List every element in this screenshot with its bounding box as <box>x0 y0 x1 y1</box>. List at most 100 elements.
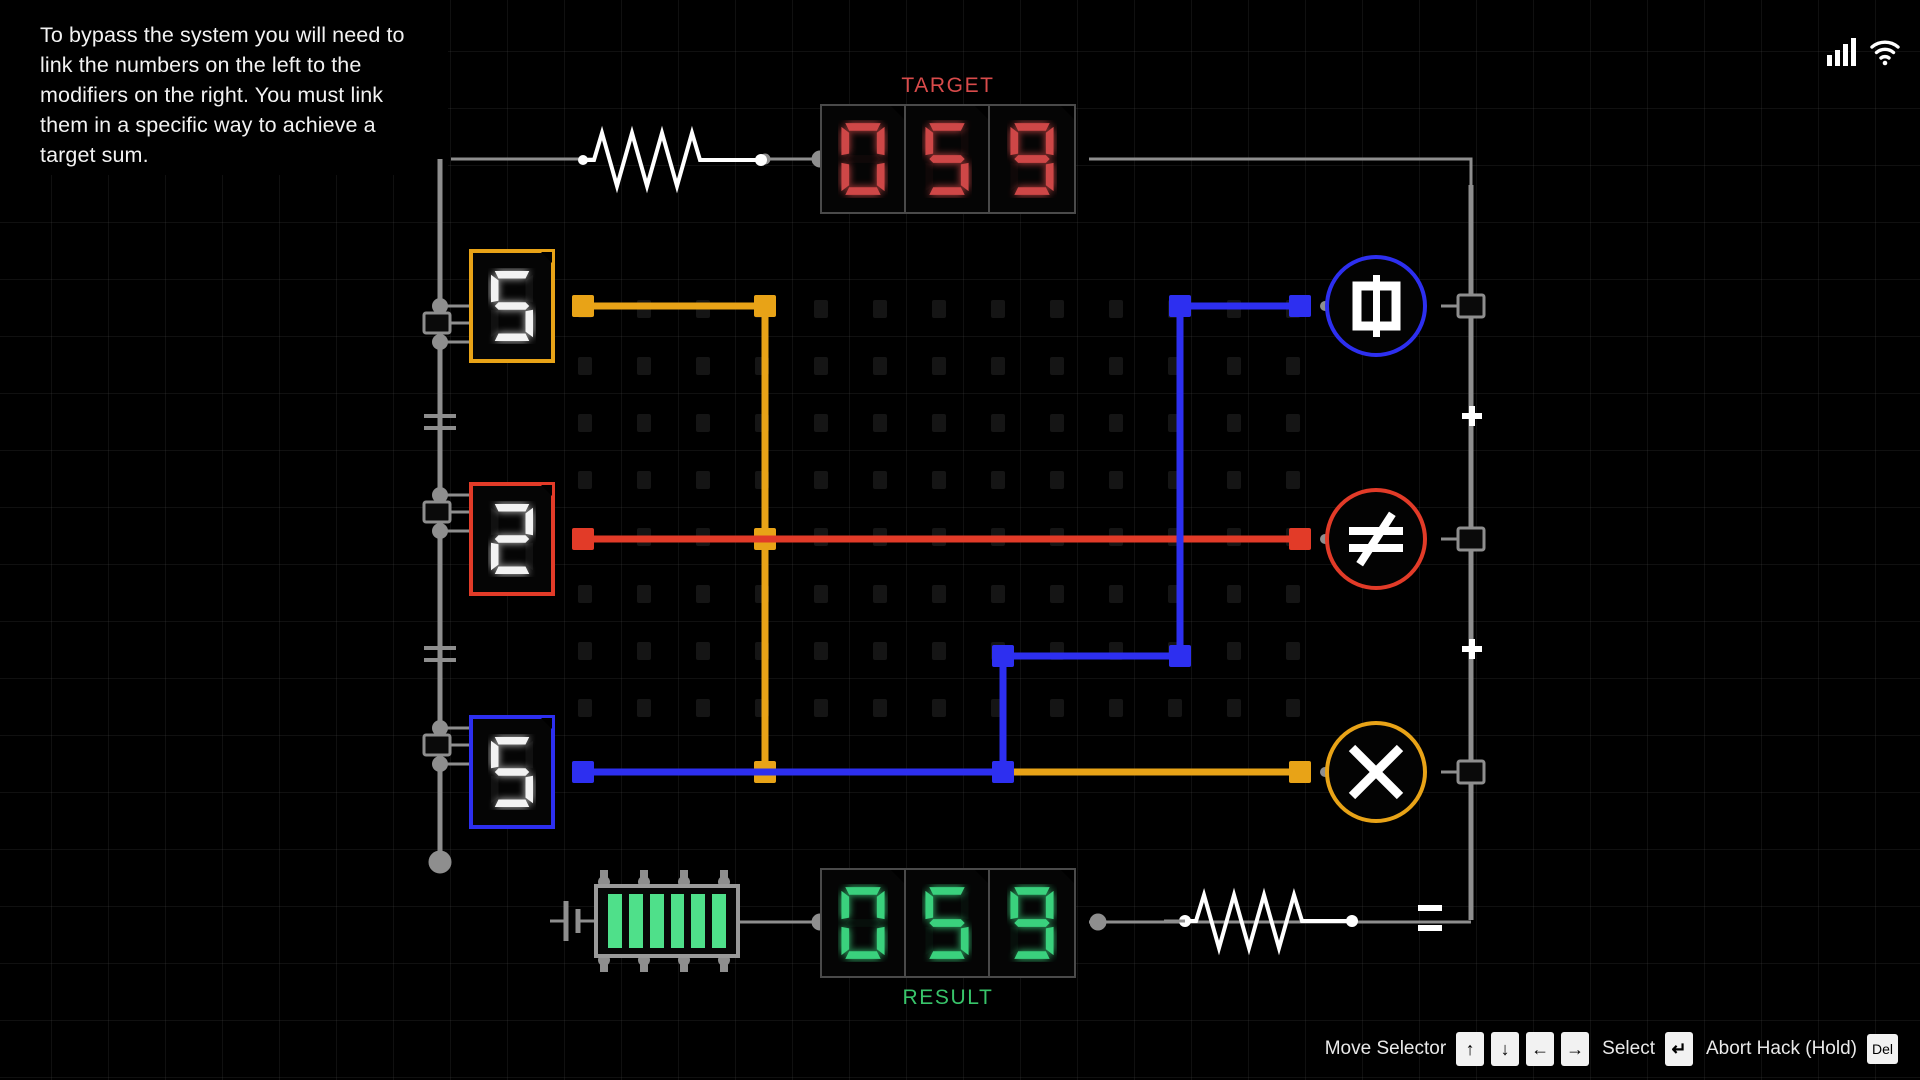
segment-b <box>1045 126 1054 156</box>
segment-g <box>845 919 881 927</box>
wire-orange <box>583 302 1300 776</box>
capacitor-symbol-1 <box>424 414 456 430</box>
segment-d <box>929 951 965 959</box>
segment-c <box>525 542 533 571</box>
segment-d <box>1014 187 1050 195</box>
target-label: TARGET <box>901 74 995 97</box>
target-panel: TARGET <box>820 74 1076 214</box>
selector-slot <box>422 311 452 335</box>
segment-a <box>845 887 881 895</box>
segment-f <box>1010 126 1019 156</box>
segment-b <box>1045 890 1054 920</box>
segment-g <box>1014 919 1050 927</box>
segment-f <box>491 507 499 536</box>
operator-plus-2 <box>1462 639 1482 659</box>
segment-c <box>960 162 969 192</box>
key-enter[interactable]: ↵ <box>1664 1032 1693 1066</box>
segment-g <box>929 155 965 163</box>
status-icons <box>1827 38 1900 66</box>
modifier-3-multiply[interactable] <box>1325 721 1427 823</box>
number-box-1-digit <box>491 271 533 341</box>
target-digit-0 <box>822 106 906 212</box>
right-rail-connectors <box>1441 293 1486 785</box>
segment-a <box>494 271 530 279</box>
segment-c <box>1045 926 1054 956</box>
modifier-2-not-equal[interactable] <box>1325 488 1427 590</box>
segment-e <box>491 775 499 804</box>
segment-f <box>841 126 850 156</box>
segment-a <box>494 504 530 512</box>
segment-e <box>491 309 499 338</box>
instructions-text: To bypass the system you will need to li… <box>40 23 405 167</box>
result-digit-2 <box>990 870 1074 976</box>
segment-a <box>845 123 881 131</box>
segment-e <box>841 926 850 956</box>
wire-blue <box>583 302 1300 776</box>
segment-d <box>494 799 530 807</box>
key-arrow-up[interactable]: ↑ <box>1456 1032 1485 1066</box>
segment-c <box>876 926 885 956</box>
segment-e <box>841 162 850 192</box>
number-box-3[interactable] <box>469 715 555 829</box>
battery-symbol <box>550 901 594 941</box>
key-delete[interactable]: Del <box>1866 1034 1898 1064</box>
wire-blue-nodes <box>572 295 1311 783</box>
chip-bar <box>670 894 685 948</box>
segment-c <box>525 309 533 338</box>
control-move-selector: Move Selector ↑ ↓ ← → <box>1325 1032 1590 1066</box>
segment-f <box>925 890 934 920</box>
modifier-1-phi[interactable] <box>1325 255 1427 357</box>
signal-bars-icon <box>1827 38 1856 66</box>
control-hints-bar: Move Selector ↑ ↓ ← → Select ↵ Abort Hac… <box>1325 1032 1898 1066</box>
operator-equals <box>1418 905 1442 931</box>
result-digit-1 <box>906 870 990 976</box>
segment-g <box>929 919 965 927</box>
segment-f <box>925 126 934 156</box>
resistor-bottom <box>1185 887 1314 956</box>
result-label: RESULT <box>902 986 994 1009</box>
wire-red-nodes <box>572 528 1311 550</box>
target-digit-1 <box>906 106 990 212</box>
key-arrow-left[interactable]: ← <box>1526 1032 1555 1066</box>
result-panel: RESULT <box>820 868 1076 1009</box>
segment-e <box>925 162 934 192</box>
chip-bar <box>628 894 643 948</box>
segment-d <box>845 951 881 959</box>
segment-b <box>960 126 969 156</box>
chip-bar <box>649 894 664 948</box>
result-digit-0 <box>822 870 906 976</box>
number-box-2[interactable] <box>469 482 555 596</box>
key-arrow-down[interactable]: ↓ <box>1491 1032 1520 1066</box>
left-rail-connectors <box>422 298 470 772</box>
segment-b <box>525 274 533 303</box>
segment-d <box>494 333 530 341</box>
control-select-label: Select <box>1602 1038 1655 1059</box>
resistor-top-terminal-left <box>578 155 588 165</box>
segment-a <box>929 123 965 131</box>
number-box-2-digit <box>491 504 533 574</box>
key-arrow-right[interactable]: → <box>1561 1032 1590 1066</box>
not-equal-icon <box>1349 511 1403 567</box>
target-digit-2 <box>990 106 1074 212</box>
segment-c <box>1045 162 1054 192</box>
segment-g <box>494 302 530 310</box>
resistor-top <box>583 125 712 194</box>
segment-d <box>494 566 530 574</box>
segment-f <box>491 274 499 303</box>
segment-d <box>845 187 881 195</box>
number-box-3-digit <box>491 737 533 807</box>
control-select: Select ↵ <box>1602 1032 1693 1066</box>
segment-a <box>929 887 965 895</box>
segment-b <box>525 740 533 769</box>
grid-nodes <box>578 300 1300 717</box>
segment-a <box>1014 887 1050 895</box>
segment-d <box>1014 951 1050 959</box>
segment-a <box>494 737 530 745</box>
segment-g <box>494 768 530 776</box>
number-box-1[interactable] <box>469 249 555 363</box>
segment-e <box>1010 162 1019 192</box>
segment-f <box>491 740 499 769</box>
